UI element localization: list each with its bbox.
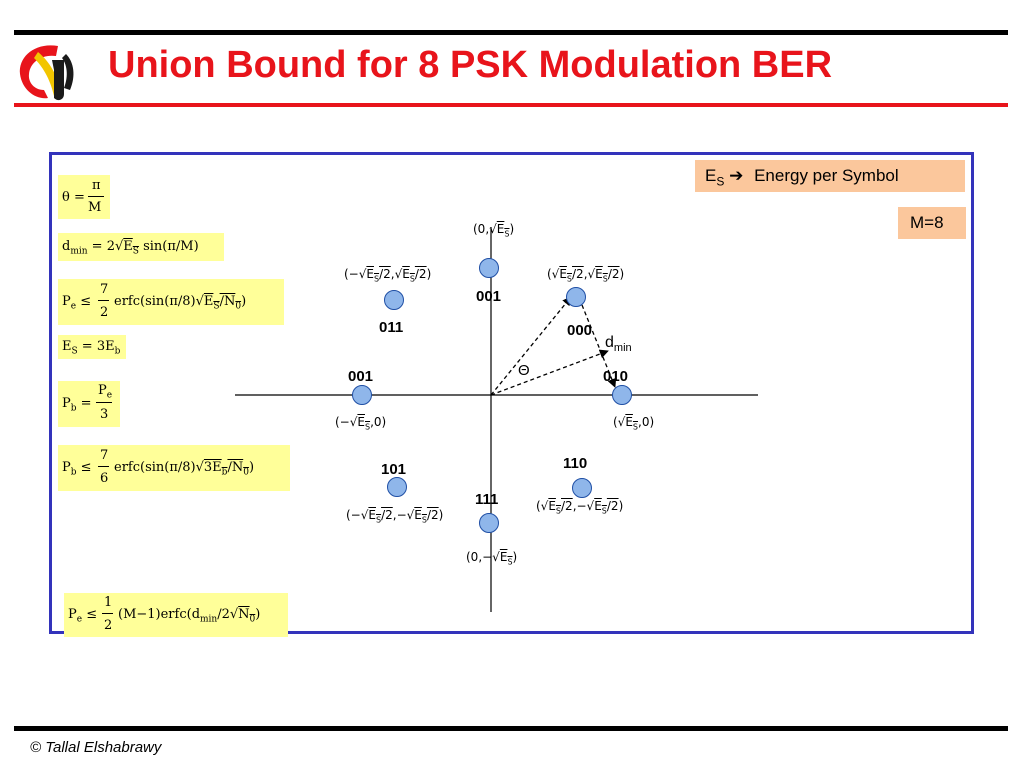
university-logo (19, 45, 74, 101)
formula-union-bound: Pe ≤ 1 2 (M−1)erfc(dmin/2√N0) (64, 593, 288, 637)
point-top (479, 258, 499, 278)
label-bottom: 111 (475, 491, 499, 508)
label-upper-left: 011 (379, 319, 404, 336)
energy-note: ES ➔ Energy per Symbol (695, 160, 965, 192)
arrow-right-icon: ➔ (729, 166, 744, 185)
point-lower-left (387, 477, 407, 497)
vector-to-000 (490, 296, 572, 396)
point-upper-right (566, 287, 586, 307)
m-note: M=8 (898, 207, 966, 239)
formula-theta: θ = π M (58, 175, 110, 219)
slide-title: Union Bound for 8 PSK Modulation BER (108, 44, 833, 86)
coord-top: (0,√ES) (473, 222, 515, 239)
coord-upper-right: (√ES/2,√ES/2) (547, 267, 625, 284)
coord-right: (√ES,0) (613, 415, 655, 432)
label-top: 001 (476, 288, 502, 305)
label-right: 010 (603, 368, 629, 385)
coord-bottom: (0,−√ES) (466, 550, 518, 567)
point-lower-right (572, 478, 592, 498)
coord-lower-left: (−√ES/2,−√ES/2) (346, 508, 444, 525)
coord-lower-right: (√ES/2,−√ES/2) (536, 499, 624, 516)
dmin-vector (581, 304, 617, 388)
formula-pb-pe: Pb = Pe 3 (58, 381, 120, 427)
footer-rule (14, 726, 1008, 731)
formula-dmin: dmin = 2√ES sin(π/M) (58, 233, 224, 261)
point-bottom (479, 513, 499, 533)
coord-upper-left: (−√ES/2,√ES/2) (344, 267, 432, 284)
m-note-text: M=8 (910, 213, 944, 232)
point-right (612, 385, 632, 405)
content-panel: θ = π M dmin = 2√ES sin(π/M) Pe ≤ 7 2 er… (49, 152, 974, 637)
label-upper-right: 000 (567, 322, 593, 339)
label-lower-left: 101 (381, 461, 407, 478)
point-left (352, 385, 372, 405)
coord-left: (−√ES,0) (335, 415, 387, 432)
dmin-label: dmin (605, 334, 632, 355)
point-upper-left (384, 290, 404, 310)
theta-label: Θ (518, 362, 530, 379)
label-left: 001 (348, 368, 374, 385)
copyright-footer: © Tallal Elshabrawy (30, 739, 162, 756)
formula-pe-erfc: Pe ≤ 7 2 erfc(sin(π/8)√ES/N0) (58, 279, 284, 325)
top-rule (14, 30, 1008, 35)
constellation-diagram (235, 227, 758, 612)
formula-pb-erfc: Pb ≤ 7 6 erfc(sin(π/8)√3Eb/N0) (58, 445, 290, 491)
title-rule (14, 103, 1008, 107)
formula-es-eb: ES = 3Eb (58, 335, 126, 359)
label-lower-right: 110 (563, 455, 588, 472)
energy-note-text: Energy per Symbol (754, 166, 899, 185)
